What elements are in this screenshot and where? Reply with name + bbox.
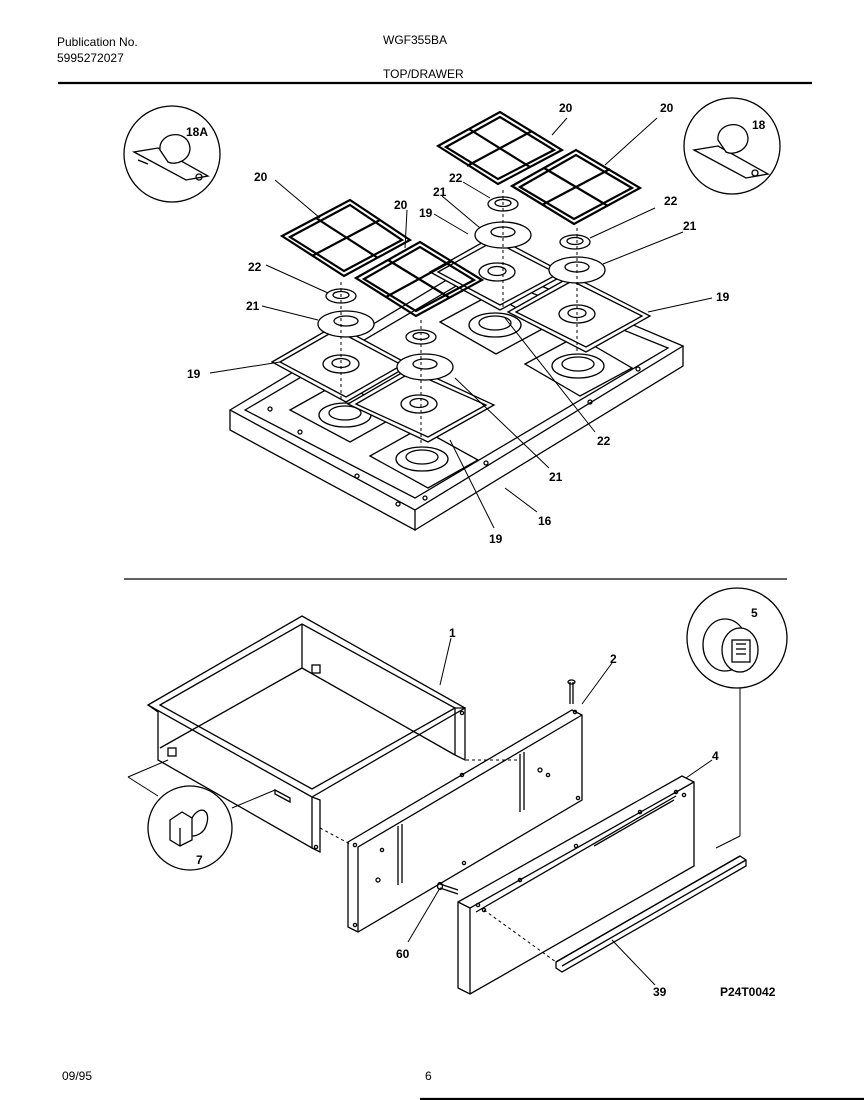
callout-19-front-left: 19 xyxy=(187,367,201,381)
callout-21-rear-left: 21 xyxy=(433,185,447,199)
callout-19-rear-left: 19 xyxy=(419,206,433,220)
callout-20-front-left: 20 xyxy=(254,170,268,184)
screw-60 xyxy=(436,881,459,895)
drawer-back-panel xyxy=(347,709,583,933)
callout-20-front-right: 20 xyxy=(394,198,408,212)
trim-strip xyxy=(555,855,747,973)
callout-7: 7 xyxy=(196,853,203,867)
callout-60: 60 xyxy=(396,947,410,961)
callout-22-rear-right: 22 xyxy=(664,194,678,208)
grate-rear-left xyxy=(435,110,565,186)
drawer-body xyxy=(146,615,467,854)
section-title: TOP/DRAWER xyxy=(383,67,464,81)
callout-20-rear-right: 20 xyxy=(660,101,674,115)
grate-rear-right xyxy=(509,148,643,226)
detail-circle-18 xyxy=(683,97,781,195)
grate-front-left xyxy=(279,198,413,278)
callout-19-rear-right: 19 xyxy=(716,290,730,304)
leader-lines-top xyxy=(209,117,713,529)
callout-39: 39 xyxy=(653,985,667,999)
footer-date: 09/95 xyxy=(62,1069,93,1083)
callout-16: 16 xyxy=(538,514,552,528)
callout-2: 2 xyxy=(610,652,617,666)
callout-22-rear-left: 22 xyxy=(449,171,463,185)
callout-22-front-right: 22 xyxy=(597,434,611,448)
model-number: WGF355BA xyxy=(383,33,448,47)
callout-20-rear-left: 20 xyxy=(559,101,573,115)
burner-ring-rear-right xyxy=(559,234,591,250)
callout-4: 4 xyxy=(712,749,719,763)
callout-18a: 18A xyxy=(186,125,208,139)
callout-21-front-left: 21 xyxy=(246,299,260,313)
footer-page-number: 6 xyxy=(425,1069,432,1083)
burner-head-front-right xyxy=(396,353,454,381)
leader-lines-drawer xyxy=(127,637,741,986)
detail-circle-5 xyxy=(686,587,788,689)
burner-head-front-left xyxy=(317,310,375,338)
drawer-front-panel xyxy=(457,775,695,995)
callout-21-rear-right: 21 xyxy=(683,219,697,233)
callout-5: 5 xyxy=(751,606,758,620)
callout-21-front-right: 21 xyxy=(549,470,563,484)
callout-22-front-left: 22 xyxy=(248,260,262,274)
callout-18: 18 xyxy=(752,118,766,132)
callout-1: 1 xyxy=(449,626,456,640)
screw-top xyxy=(567,679,576,704)
callout-19-front-right: 19 xyxy=(489,532,503,546)
burner-pan-rear-right xyxy=(506,275,652,353)
detail-circle-18a xyxy=(123,105,221,203)
grate-front-right xyxy=(353,240,485,318)
publication-label: Publication No. xyxy=(57,35,138,49)
publication-number: 5995272027 xyxy=(57,51,124,65)
figure-code: P24T0042 xyxy=(720,985,776,999)
alignment-lines-top xyxy=(340,190,578,445)
detail-circle-7 xyxy=(147,785,233,871)
